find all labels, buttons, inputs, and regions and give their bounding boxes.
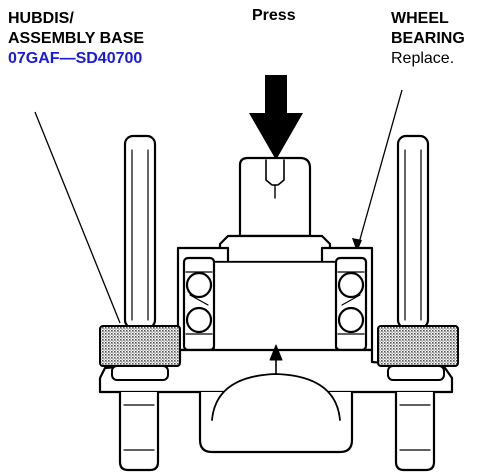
right-lower-stud bbox=[394, 390, 436, 472]
right-support-block bbox=[377, 325, 459, 367]
left-support-block bbox=[99, 325, 181, 367]
hub-part-number: 07GAF—SD40700 bbox=[8, 50, 143, 67]
wheel-bearing-label-line2: BEARING bbox=[391, 30, 465, 47]
down-arrow-icon bbox=[249, 75, 303, 160]
left-stud bbox=[123, 134, 157, 330]
hub-shoulder bbox=[218, 234, 332, 264]
hub-label-line1: HUBDIS/ bbox=[8, 10, 74, 27]
press-label: Press bbox=[252, 7, 296, 24]
left-wheel-bearing bbox=[182, 256, 216, 352]
wheel-bearing-label-line1: WHEEL bbox=[391, 10, 449, 27]
hub-body bbox=[213, 261, 337, 351]
hub-leader-line bbox=[34, 111, 121, 324]
hub-label-line2: ASSEMBLY BASE bbox=[8, 30, 145, 47]
right-wheel-bearing bbox=[334, 256, 368, 352]
replace-note: Replace. bbox=[391, 50, 455, 67]
right-stud bbox=[396, 134, 430, 330]
bearing-leader-line bbox=[356, 89, 403, 251]
left-lower-stud bbox=[118, 390, 160, 472]
